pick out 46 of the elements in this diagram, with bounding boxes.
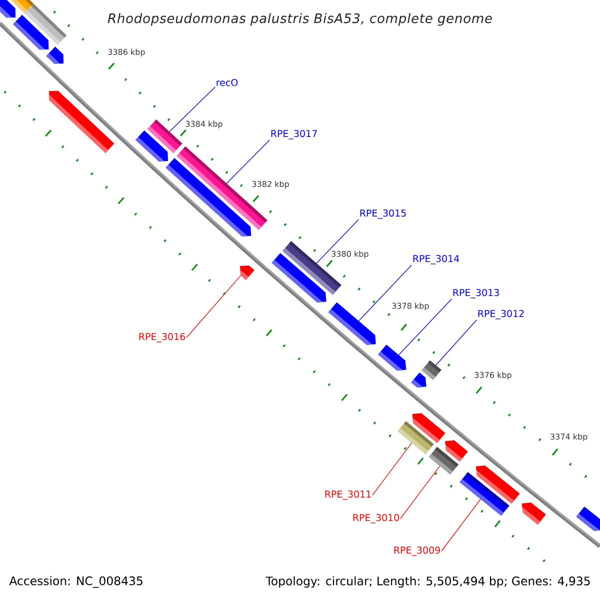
scale-label: 3382 kbp bbox=[252, 180, 289, 189]
gene-bar bbox=[428, 446, 459, 475]
title: Rhodopseudomonas palustris BisA53, complete genome bbox=[108, 13, 492, 26]
gene-label: RPE_3013 bbox=[453, 288, 499, 298]
gene-block bbox=[136, 130, 168, 162]
gene-block bbox=[46, 46, 64, 64]
scale-label: 3376 kbp bbox=[474, 372, 512, 380]
gene-bar bbox=[398, 421, 434, 454]
leader-line bbox=[169, 86, 216, 132]
gene-block bbox=[378, 344, 406, 371]
leader-line bbox=[372, 442, 412, 496]
gene-block bbox=[0, 0, 16, 18]
gene-label: RPE_3011 bbox=[325, 490, 371, 500]
leader-line bbox=[316, 219, 359, 264]
gene-label: RPE_3009 bbox=[394, 546, 440, 556]
leader-line bbox=[226, 140, 270, 184]
gene-block bbox=[13, 14, 49, 50]
scale-label: 3386 kbp bbox=[108, 48, 145, 56]
scale-label: 3374 kbp bbox=[550, 433, 588, 442]
gene-label: recO bbox=[216, 78, 238, 86]
scale-label: 3380 kbp bbox=[332, 250, 368, 258]
leader-line bbox=[400, 466, 440, 519]
leader-line bbox=[186, 275, 242, 338]
leader-line bbox=[358, 264, 412, 322]
gene-block bbox=[328, 302, 376, 345]
gene-block bbox=[411, 372, 426, 388]
gene-bar bbox=[422, 360, 442, 380]
leader-line bbox=[398, 298, 452, 356]
gene-label: RPE_3015 bbox=[360, 209, 406, 219]
gene-block bbox=[272, 252, 326, 302]
leader-line bbox=[436, 320, 477, 366]
gene-block bbox=[166, 158, 252, 236]
footer-text: Topology: circular; Length: 5,505,494 bp; Genes: 4,935 bbox=[266, 576, 590, 588]
gene-label: RPE_3017 bbox=[271, 130, 317, 140]
gene-label: RPE_3012 bbox=[478, 310, 524, 320]
gene-bar bbox=[460, 472, 510, 516]
gene-label: RPE_3014 bbox=[413, 254, 460, 264]
scale-label: 3384 kbp bbox=[186, 120, 222, 128]
gene-label: RPE_3016 bbox=[139, 332, 186, 342]
gene-block bbox=[240, 266, 254, 280]
gene-block bbox=[522, 502, 546, 525]
footer-text: Accession: NC_008435 bbox=[9, 576, 142, 588]
scale-label: 3378 kbp bbox=[392, 302, 429, 310]
gene-block bbox=[576, 506, 600, 531]
gene-label: RPE_3010 bbox=[353, 514, 399, 524]
gene-block bbox=[49, 90, 114, 153]
